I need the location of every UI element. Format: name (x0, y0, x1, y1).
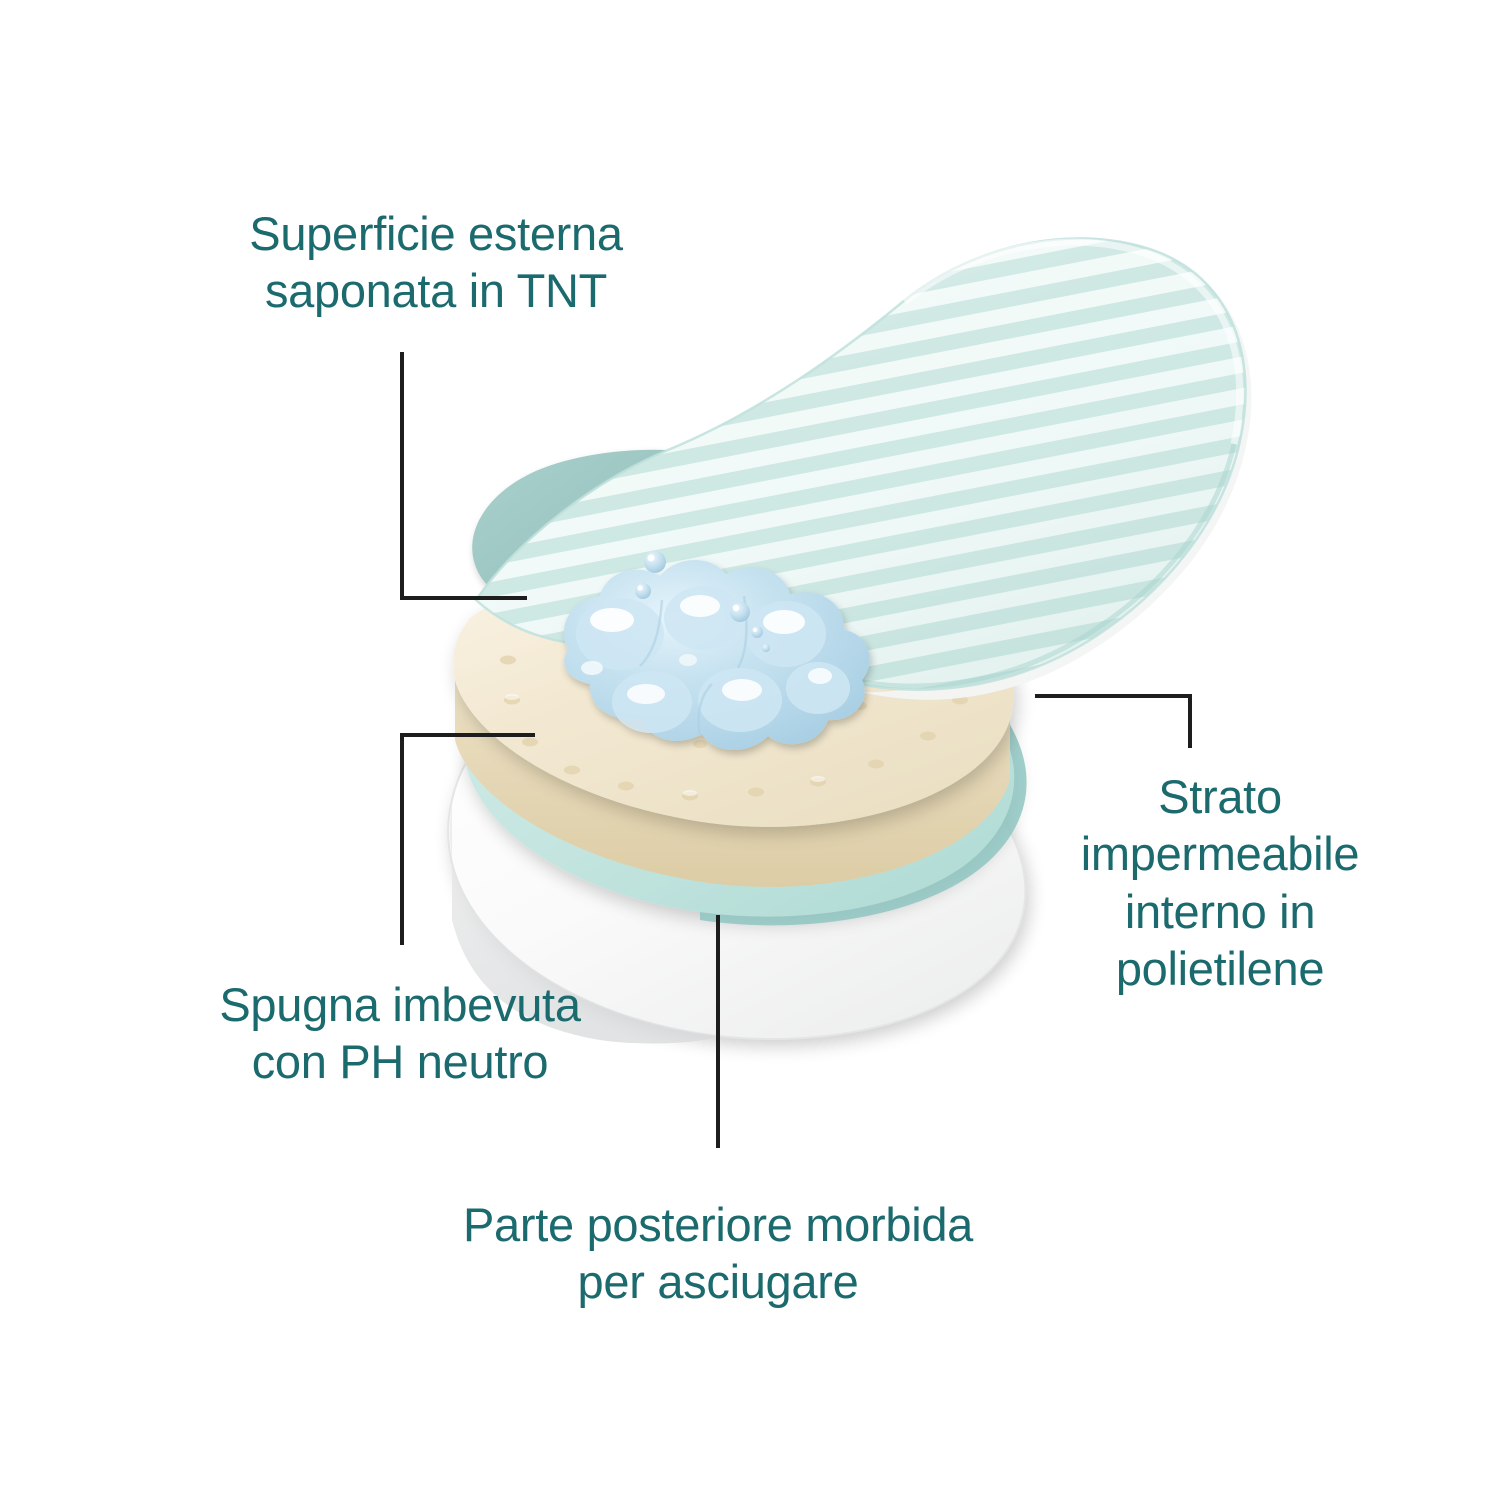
label-outer-surface-tnt: Superficie esterna saponata in TNT (249, 207, 623, 318)
soap-foam-cluster (563, 559, 870, 751)
leader-line-tnt (400, 352, 527, 600)
label-sponge-ph-neutral: Spugna imbevuta con PH neutro (219, 978, 581, 1089)
leader-line-waterproof (1035, 694, 1192, 748)
label-soft-back: Parte posteriore morbida per asciugare (462, 1198, 974, 1309)
label-waterproof-layer: Strato impermeabile interno in polietile… (1080, 770, 1360, 995)
floating-bubbles (635, 551, 770, 652)
